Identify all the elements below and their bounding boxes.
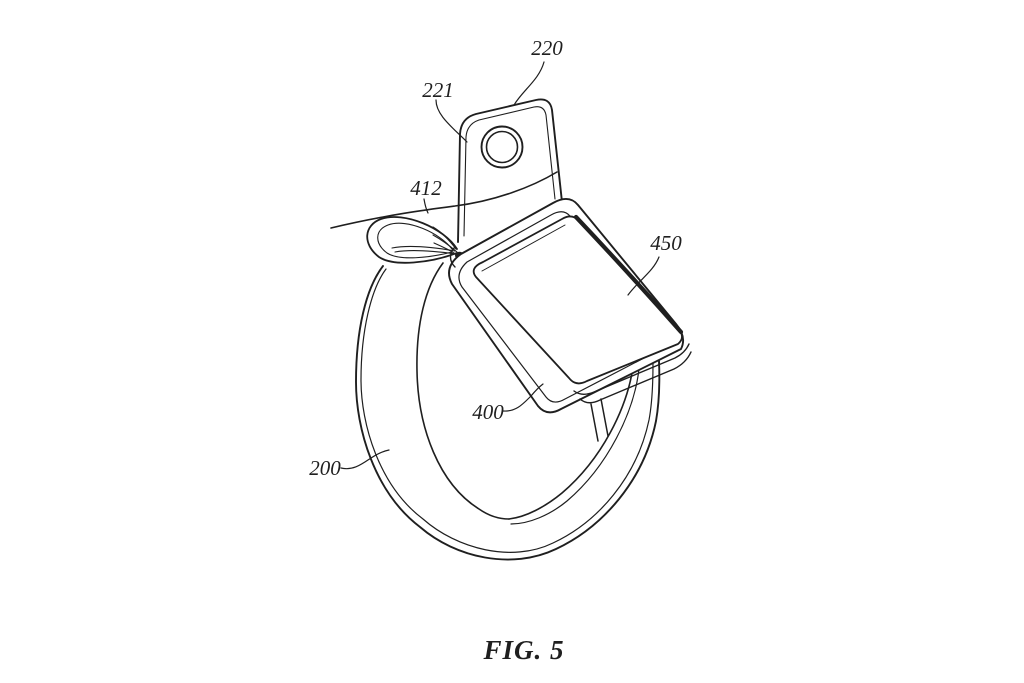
glass-thickness-line-2	[579, 351, 692, 404]
ref-label-220: 220	[531, 36, 563, 60]
band-top-edge-line	[330, 171, 558, 229]
camera-tab-fill	[458, 99, 562, 242]
ref-label-450: 450	[650, 231, 682, 255]
leader-line-400	[502, 383, 544, 412]
fold-converge-line-2	[432, 234, 458, 253]
display-inner-line	[481, 224, 566, 272]
leader-line-220	[513, 61, 545, 106]
display-top-right-thick-edge	[573, 214, 684, 335]
ref-label-221: 221	[422, 78, 454, 102]
camera-tab-outline	[457, 98, 563, 243]
strap-fold-loop	[366, 216, 464, 264]
fold-loop-outer	[366, 216, 458, 264]
leader-line-412	[423, 198, 429, 214]
band-outer-silhouette	[355, 265, 661, 561]
leader-lines	[340, 61, 660, 470]
band-farside-surface-edge-inner	[510, 368, 640, 525]
figure-artwork	[330, 61, 692, 561]
ref-label-412: 412	[410, 176, 442, 200]
camera-hole-inner-ring	[485, 130, 519, 164]
glass-thickness-line-1	[573, 343, 690, 395]
case-lug-notch	[449, 246, 456, 268]
band-below-case-edge-1	[590, 403, 599, 442]
fold-loop-inner	[377, 222, 453, 259]
wrist-band-loop	[355, 262, 661, 561]
camera-tab-inner-line	[463, 106, 556, 237]
camera-hole-outer-ring	[480, 125, 524, 169]
ref-label-200: 200	[309, 456, 341, 480]
band-below-case-edge-2	[600, 398, 609, 437]
band-farside-surface-edge	[508, 366, 634, 520]
leader-line-221	[435, 99, 468, 143]
reference-labels: 220 221 412 450 400 200 FIG. 5	[309, 36, 682, 665]
band-outer-silhouette-inner	[360, 268, 654, 553]
figure-caption: FIG. 5	[482, 635, 564, 665]
camera-tab	[457, 98, 563, 243]
watch-display	[472, 214, 692, 404]
leader-line-200	[340, 449, 390, 470]
band-inner-opening-edge	[416, 262, 510, 520]
ref-label-400: 400	[472, 400, 504, 424]
leader-line-450	[627, 256, 660, 296]
